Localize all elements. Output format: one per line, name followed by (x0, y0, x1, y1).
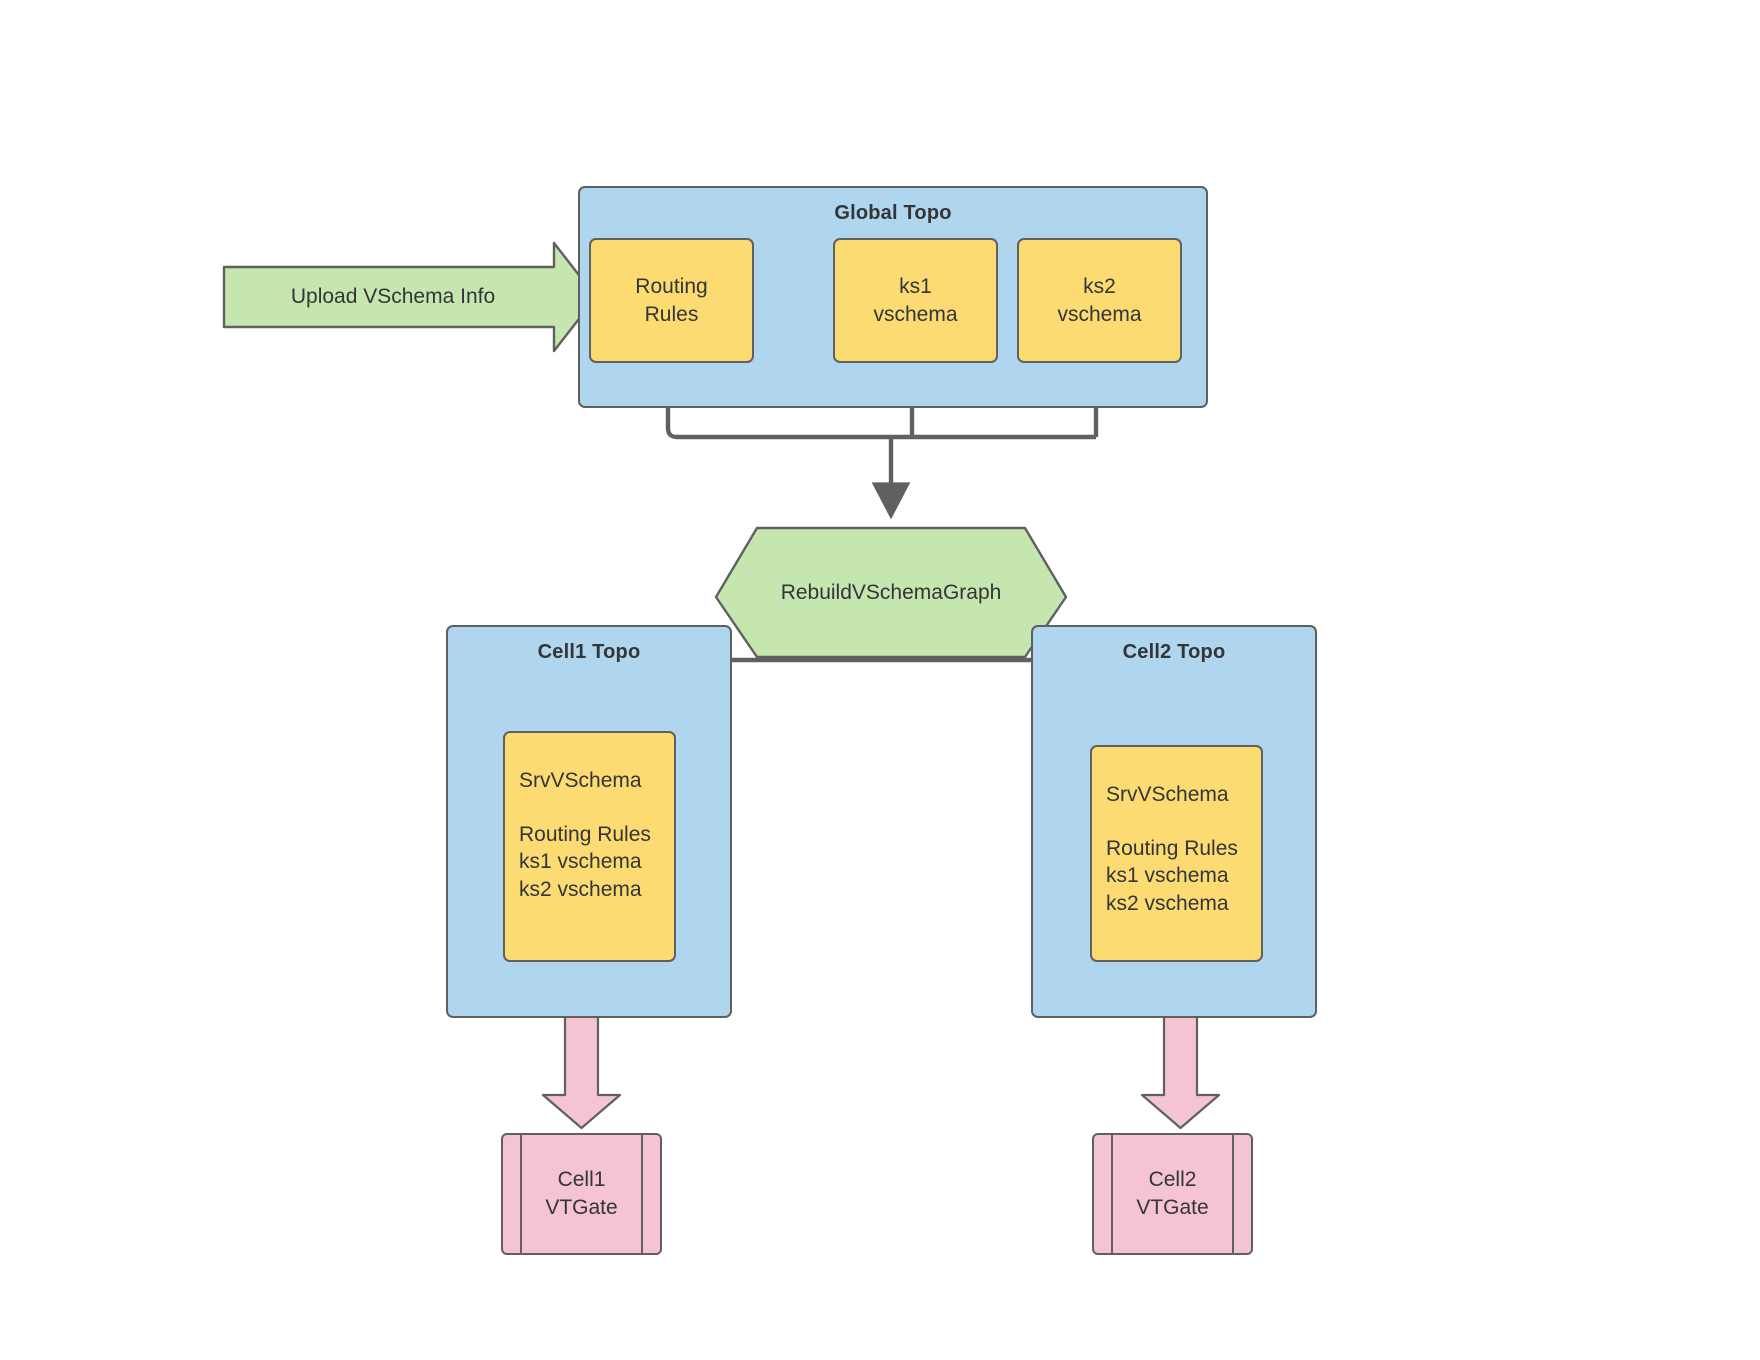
cell2-srvvschema-items: Routing Rules ks1 vschema ks2 vschema (1106, 836, 1238, 916)
cell1-vtgate-box[interactable]: Cell1 VTGate (501, 1133, 662, 1255)
cell1-topo-title: Cell1 Topo (537, 641, 641, 663)
upload-vschema-label: Upload VSchema Info (290, 285, 496, 308)
global-routing-rules-box[interactable]: Routing Rules (589, 238, 754, 363)
cell2-vtgate-right-bar (1231, 1135, 1234, 1253)
cell2-vtgate-left-bar (1111, 1135, 1114, 1253)
cell1-vtgate-left-bar (520, 1135, 523, 1253)
cell2-topo-title: Cell2 Topo (1122, 641, 1226, 663)
upload-vschema-arrow[interactable]: Upload VSchema Info (224, 267, 596, 327)
cell2-vtgate-box[interactable]: Cell2 VTGate (1092, 1133, 1253, 1255)
cell1-srvvschema-spacer (519, 795, 651, 821)
cell2-srvvschema-spacer (1106, 809, 1238, 835)
cell1-srvvschema-heading: SrvVSchema (519, 769, 642, 792)
cell1-vtgate-label: Cell1 VTGate (545, 1167, 618, 1219)
cell1-srvvschema-items: Routing Rules ks1 vschema ks2 vschema (519, 822, 651, 902)
cell2-srvvschema-heading: SrvVSchema (1106, 783, 1229, 806)
global-ks1-vschema-box[interactable]: ks1 vschema (833, 238, 998, 363)
rebuild-vschema-graph-label: RebuildVSchemaGraph (780, 580, 1002, 604)
global-ks2-vschema-box[interactable]: ks2 vschema (1017, 238, 1182, 363)
global-ks1-vschema-label: ks1 vschema (873, 274, 958, 326)
global-ks2-vschema-label: ks2 vschema (1057, 274, 1142, 326)
cell1-vtgate-right-bar (640, 1135, 643, 1253)
rebuild-vschema-graph-node[interactable]: RebuildVSchemaGraph (716, 528, 1066, 657)
global-topo-title: Global Topo (834, 202, 952, 224)
global-routing-rules-label: Routing Rules (635, 274, 708, 326)
cell2-srvvschema-box[interactable]: SrvVSchema Routing Rules ks1 vschema ks2… (1090, 745, 1263, 962)
cell1-srvvschema-box[interactable]: SrvVSchema Routing Rules ks1 vschema ks2… (503, 731, 676, 962)
cell2-vtgate-label: Cell2 VTGate (1136, 1167, 1209, 1219)
